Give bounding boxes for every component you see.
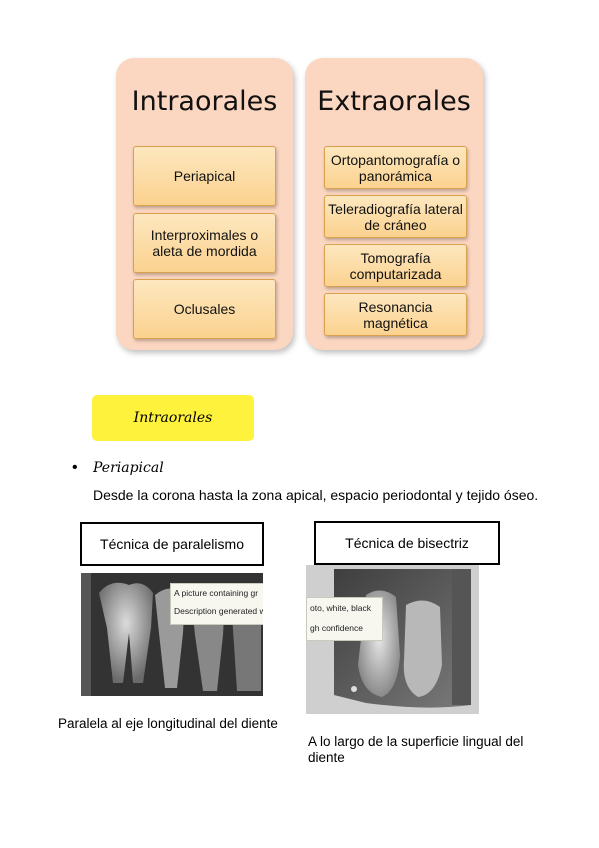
item-ortopantomografia: Ortopantomografía o panorámica	[324, 146, 467, 189]
tooltip-paralelismo-line1: A picture containing gr	[174, 588, 259, 598]
bullet-dot: •	[72, 459, 78, 476]
technique-bisectriz-title: Técnica de bisectriz	[314, 521, 500, 565]
caption-paralelismo: Paralela al eje longitudinal del diente	[58, 716, 278, 731]
tooltip-bisectriz: oto, white, black gh confidence	[306, 597, 383, 641]
tooltip-paralelismo-line2: Description generated w	[174, 606, 263, 616]
item-teleradiografia: Teleradiografía lateral de cráneo	[324, 195, 467, 238]
item-resonancia: Resonancia magnética	[324, 293, 467, 336]
item-interproximales: Interproximales o aleta de mordida	[133, 213, 276, 273]
xray-bisectriz-image: oto, white, black gh confidence	[306, 565, 479, 714]
xray-paralelismo-image: A picture containing gr Description gene…	[81, 573, 263, 696]
item-tomografia: Tomografía computarizada	[324, 244, 467, 287]
extraorales-panel: Extraorales Ortopantomografía o panorámi…	[305, 58, 483, 350]
bullet-text: Desde la corona hasta la zona apical, es…	[93, 487, 539, 503]
tooltip-paralelismo: A picture containing gr Description gene…	[170, 583, 263, 625]
tooltip-bisectriz-line2: gh confidence	[310, 623, 363, 633]
tooltip-bisectriz-line1: oto, white, black	[310, 603, 371, 613]
extraorales-title: Extraorales	[317, 86, 471, 117]
section-label: Intraorales	[92, 395, 254, 441]
bullet-heading: Periapical	[93, 460, 164, 476]
intraorales-panel: Intraorales Periapical Interproximales o…	[116, 58, 293, 350]
item-oclusales: Oclusales	[133, 279, 276, 339]
caption-bisectriz: A lo largo de la superficie lingual del …	[308, 734, 524, 765]
technique-paralelismo-title: Técnica de paralelismo	[80, 522, 264, 566]
item-periapical: Periapical	[133, 146, 276, 206]
intraorales-title: Intraorales	[131, 86, 278, 117]
